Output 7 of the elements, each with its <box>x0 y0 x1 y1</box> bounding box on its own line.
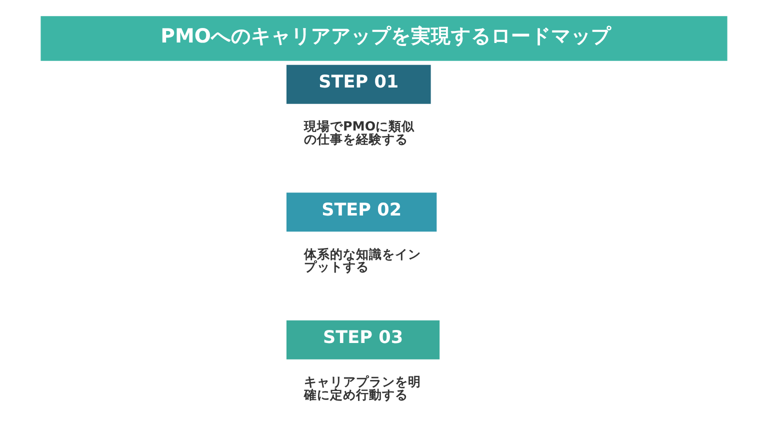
node-box: STEP 01 <box>286 64 431 104</box>
node-box: STEP 02 <box>286 192 437 232</box>
node-label: 現場でPMOに類似の仕事を経験する <box>304 118 415 146</box>
node-label: キャリアプランを明確に定め行動する <box>304 374 422 402</box>
diagram-title: PMOへのキャリアアップを実現するロードマップ <box>160 24 611 48</box>
node-box: STEP 03 <box>286 320 440 360</box>
node-label: 体系的な知識をインプットする <box>304 246 422 274</box>
